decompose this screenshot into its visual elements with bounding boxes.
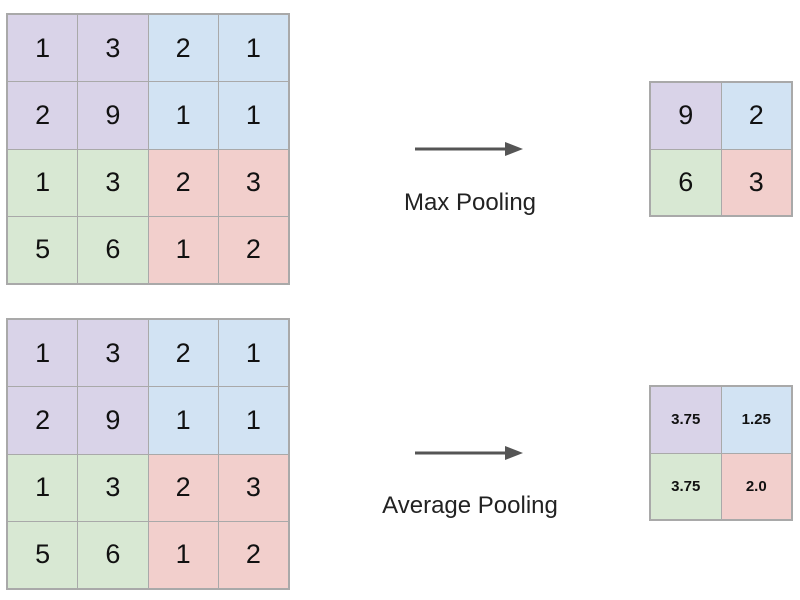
- input-cell: 5: [8, 521, 78, 588]
- input-cell: 2: [148, 15, 218, 82]
- input-cell: 1: [8, 15, 78, 82]
- output-cell: 2.0: [721, 453, 791, 519]
- input-cell: 3: [78, 15, 148, 82]
- input-cell: 1: [148, 82, 218, 149]
- input-cell: 1: [218, 82, 288, 149]
- input-cell: 2: [218, 521, 288, 588]
- input-cell: 5: [8, 216, 78, 283]
- input-cell: 3: [218, 149, 288, 216]
- input-cell: 1: [218, 387, 288, 454]
- max-pooling-output-grid: 9 2 6 3: [649, 81, 793, 217]
- input-cell: 1: [148, 521, 218, 588]
- input-cell: 2: [8, 82, 78, 149]
- output-cell: 2: [721, 83, 791, 149]
- input-cell: 2: [218, 216, 288, 283]
- right-arrow-icon: [415, 446, 523, 460]
- input-cell: 3: [78, 320, 148, 387]
- input-cell: 6: [78, 216, 148, 283]
- output-cell: 6: [651, 149, 721, 215]
- input-cell: 2: [148, 454, 218, 521]
- output-cell: 9: [651, 83, 721, 149]
- input-cell: 1: [218, 15, 288, 82]
- max-pooling-label: Max Pooling: [403, 189, 537, 216]
- input-cell: 1: [8, 320, 78, 387]
- input-cell: 3: [78, 454, 148, 521]
- input-cell: 3: [218, 454, 288, 521]
- average-pooling-output-grid: 3.75 1.25 3.75 2.0: [649, 385, 793, 521]
- input-cell: 1: [8, 149, 78, 216]
- input-cell: 6: [78, 521, 148, 588]
- output-cell: 3: [721, 149, 791, 215]
- output-cell: 1.25: [721, 387, 791, 453]
- output-cell: 3.75: [651, 387, 721, 453]
- input-cell: 2: [8, 387, 78, 454]
- input-cell: 3: [78, 149, 148, 216]
- input-cell: 2: [148, 149, 218, 216]
- input-cell: 2: [148, 320, 218, 387]
- input-cell: 1: [218, 320, 288, 387]
- input-cell: 9: [78, 387, 148, 454]
- max-pooling-input-grid: 1 3 2 1 2 9 1 1 1 3 2 3 5 6 1 2: [6, 13, 290, 285]
- input-cell: 1: [148, 216, 218, 283]
- output-cell: 3.75: [651, 453, 721, 519]
- input-cell: 1: [8, 454, 78, 521]
- right-arrow-icon: [415, 142, 523, 156]
- input-cell: 9: [78, 82, 148, 149]
- average-pooling-label: Average Pooling: [382, 492, 558, 519]
- input-cell: 1: [148, 387, 218, 454]
- average-pooling-input-grid: 1 3 2 1 2 9 1 1 1 3 2 3 5 6 1 2: [6, 318, 290, 590]
